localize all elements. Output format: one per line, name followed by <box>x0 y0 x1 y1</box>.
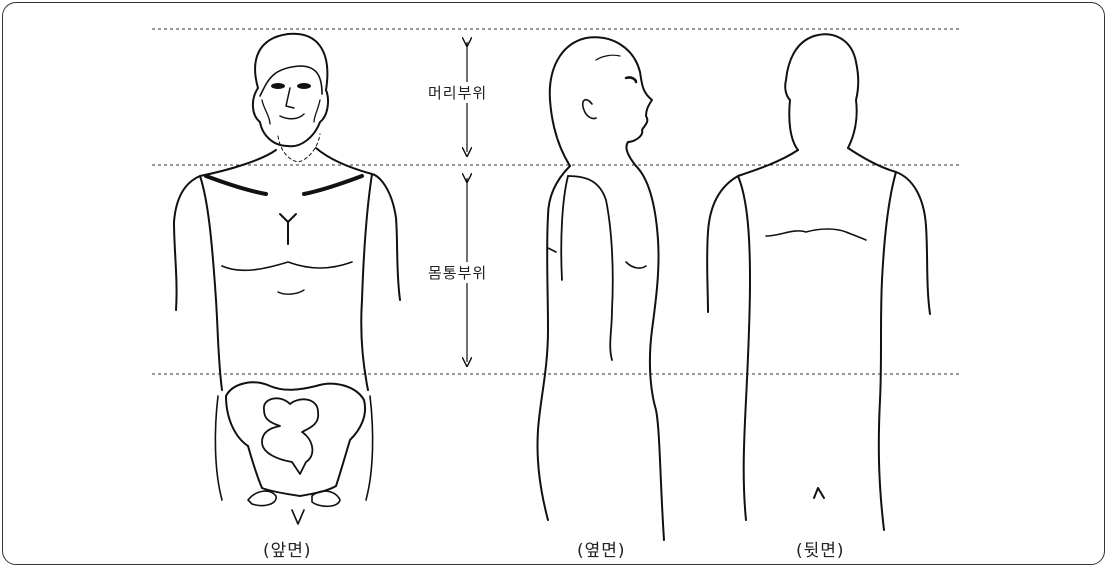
region-boundary-lines <box>152 29 962 374</box>
back-head-outline <box>785 34 858 150</box>
torso-region-label: 몸통부위 <box>426 262 489 283</box>
side-view-figure <box>537 37 664 540</box>
back-view-label: (뒷면) <box>796 536 845 561</box>
back-view-figure <box>707 34 930 530</box>
side-head-outline <box>550 37 652 166</box>
front-torso-outline <box>174 148 400 390</box>
head-region-label: 머리부위 <box>426 82 489 103</box>
front-view-figure <box>174 34 400 524</box>
front-view-label: (앞면) <box>263 536 312 561</box>
front-pelvis <box>226 382 365 496</box>
front-head-outline <box>253 34 328 147</box>
side-view-label: (옆면) <box>577 536 626 561</box>
